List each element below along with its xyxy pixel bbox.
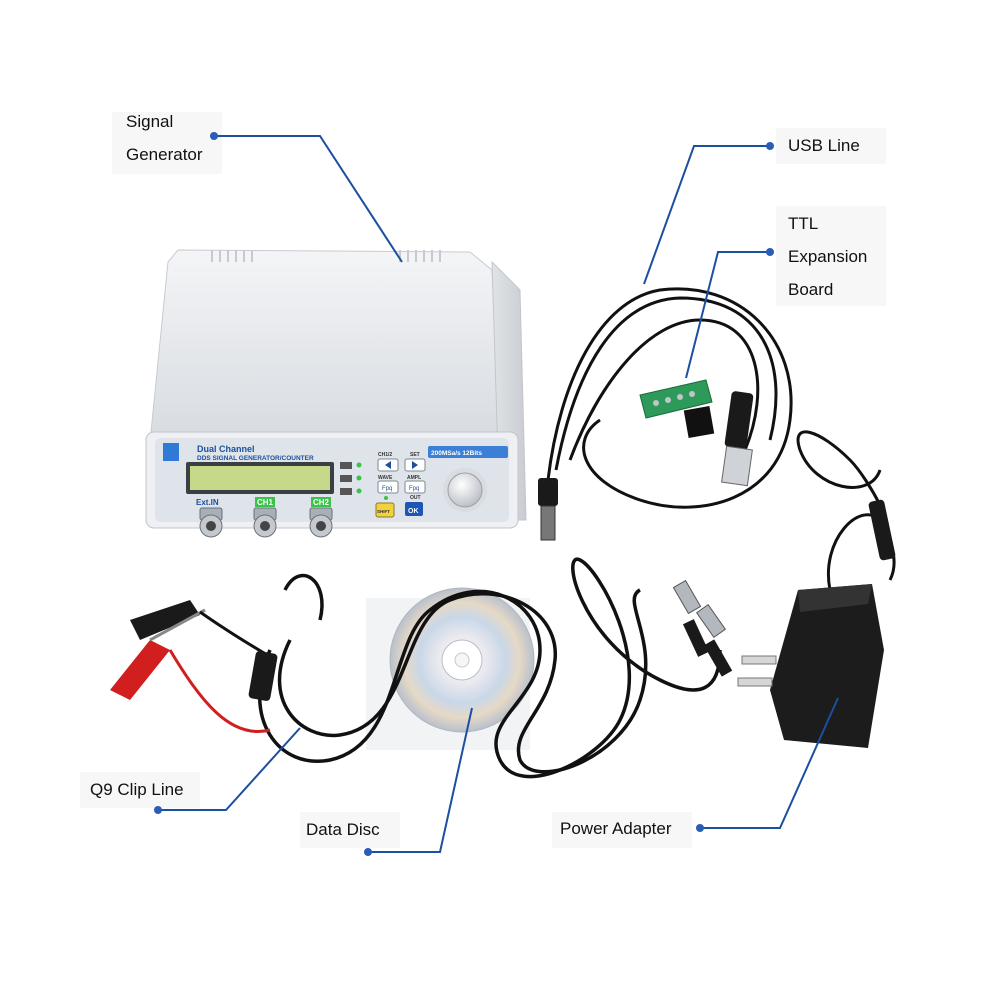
callout-lines: [158, 135, 839, 853]
label-power-adapter: Power Adapter: [560, 819, 672, 838]
shift-key: SHIFT: [377, 509, 390, 514]
fpq-key-right: Fpq: [409, 486, 419, 492]
ext-in-port-label: Ext.IN: [196, 498, 219, 507]
fpq-key: Fpq: [382, 486, 392, 492]
wave-label: WAVE: [378, 475, 393, 481]
device-title: DDS SIGNAL GENERATOR/COUNTER: [197, 455, 314, 462]
usb-b-plug: [538, 478, 558, 541]
alligator-clips: [110, 600, 278, 733]
label-signal-generator: Signal Generator: [126, 112, 203, 164]
callout-dots: [154, 132, 774, 856]
key-group-right-label: SET: [410, 452, 420, 458]
label-ttl-expansion-board: TTL Expansion Board: [788, 214, 868, 299]
device-spec: 200MSa/s 12Bits: [431, 450, 482, 457]
ampl-label: AMPL: [407, 475, 421, 481]
data-disc: [366, 587, 535, 750]
device-subtitle: Dual Channel: [197, 444, 255, 454]
power-adapter: [737, 584, 884, 748]
out-label: OUT: [410, 495, 421, 501]
ch1-port-label: CH1: [257, 498, 274, 507]
ttl-expansion-board: [639, 379, 715, 439]
ch2-port-label: CH2: [313, 498, 330, 507]
label-data-disc: Data Disc: [306, 820, 380, 839]
label-q9-clip-line: Q9 Clip Line: [90, 780, 184, 799]
label-usb-line: USB Line: [788, 136, 860, 155]
bnc-connectors: [672, 579, 733, 677]
key-group-left-label: CH1/2: [378, 452, 392, 458]
ok-key: OK: [408, 508, 419, 515]
signal-generator-device: [145, 249, 527, 538]
q9-cables: [258, 557, 722, 779]
usb-a-plug: [721, 391, 754, 487]
